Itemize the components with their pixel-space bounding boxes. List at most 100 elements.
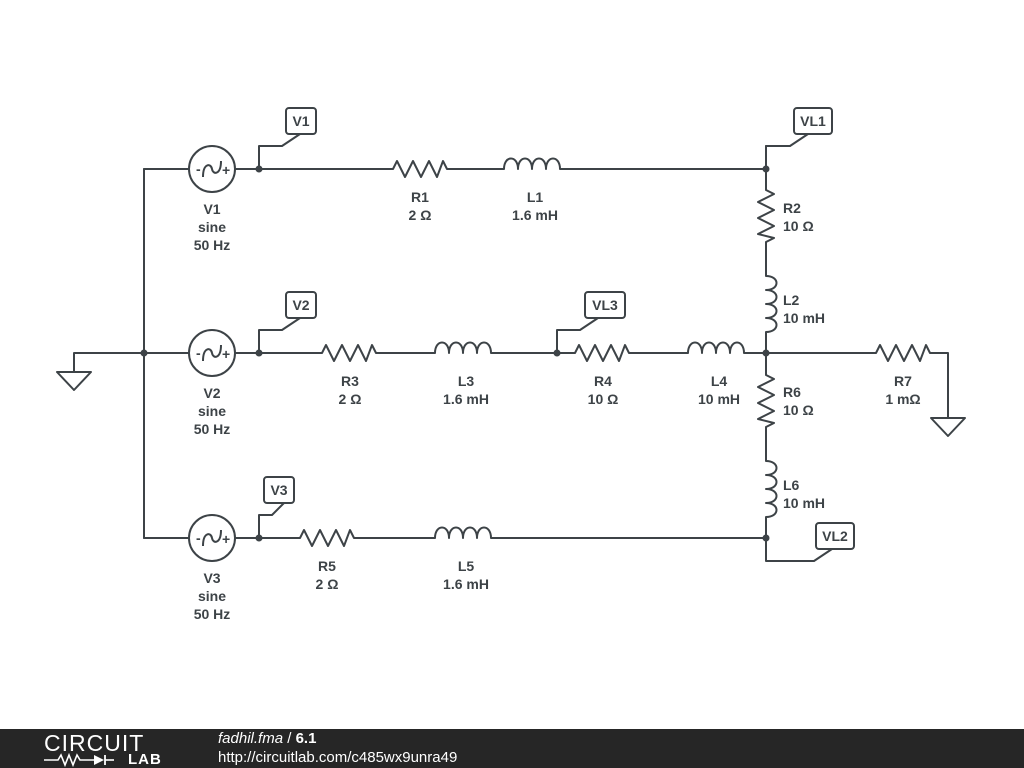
component-type: sine <box>198 588 226 604</box>
footer-bar: CIRCUIT LAB fadhil.fma / 6.1 http://circ… <box>0 729 1024 768</box>
label-r4: R4 10 Ω <box>588 373 619 407</box>
voltage-source-v1[interactable]: - + <box>188 145 236 193</box>
label-r7: R7 1 mΩ <box>885 373 920 407</box>
component-name: V2 <box>203 385 220 401</box>
voltage-source-v3[interactable]: - + <box>188 514 236 562</box>
resistor-r4[interactable] <box>574 344 630 362</box>
probe-label: V1 <box>292 113 309 129</box>
component-name: L1 <box>527 189 544 205</box>
resistor-r7[interactable] <box>875 344 931 362</box>
circuit-url[interactable]: http://circuitlab.com/c485wx9unra49 <box>218 749 458 766</box>
component-value: 2 Ω <box>316 576 339 592</box>
junction-dot <box>255 349 263 357</box>
component-value: 2 Ω <box>339 391 362 407</box>
probe-vl1[interactable]: VL1 <box>789 107 833 147</box>
component-name: L3 <box>458 373 475 389</box>
file-separator: / <box>287 730 292 747</box>
inductor-l5[interactable] <box>434 526 497 539</box>
voltage-source-v2[interactable]: - + <box>188 329 236 377</box>
component-value: 10 mH <box>783 495 825 511</box>
label-v2: V2 sine 50 Hz <box>194 385 231 437</box>
probe-label: VL2 <box>822 528 848 544</box>
label-l6: L6 10 mH <box>783 477 825 511</box>
resistor-r3[interactable] <box>321 344 377 362</box>
component-name: L5 <box>458 558 475 574</box>
label-v1: V1 sine 50 Hz <box>194 201 231 253</box>
probe-label: VL1 <box>800 113 826 129</box>
junction-dot <box>762 165 770 173</box>
probe-vl2[interactable]: VL2 <box>813 522 855 562</box>
component-value: 1.6 mH <box>443 391 489 407</box>
component-name: R1 <box>411 189 429 205</box>
probe-label: VL3 <box>592 297 618 313</box>
component-type: sine <box>198 219 226 235</box>
ground-right <box>930 417 966 437</box>
resistor-diode-logo-icon <box>44 753 114 767</box>
component-value: 10 Ω <box>783 402 814 418</box>
label-l2: L2 10 mH <box>783 292 825 326</box>
svg-text:+: + <box>222 346 230 362</box>
svg-text:+: + <box>222 531 230 547</box>
label-l4: L4 10 mH <box>698 373 740 407</box>
label-r1: R1 2 Ω <box>409 189 432 223</box>
svg-text:+: + <box>222 162 230 178</box>
component-freq: 50 Hz <box>194 421 231 437</box>
component-name: R2 <box>783 200 801 216</box>
component-value: 2 Ω <box>409 207 432 223</box>
component-type: sine <box>198 403 226 419</box>
component-name: R6 <box>783 384 801 400</box>
component-value: 1 mΩ <box>885 391 920 407</box>
inductor-l2[interactable] <box>765 275 778 338</box>
component-name: L2 <box>783 292 800 308</box>
file-name[interactable]: fadhil.fma <box>218 730 284 747</box>
junction-dot <box>762 534 770 542</box>
svg-text:-: - <box>196 345 201 361</box>
component-value: 10 mH <box>783 310 825 326</box>
svg-text:-: - <box>196 161 201 177</box>
junction-dot <box>553 349 561 357</box>
label-l3: L3 1.6 mH <box>443 373 489 407</box>
probe-v2[interactable]: V2 <box>281 291 317 331</box>
ground-left <box>56 371 92 391</box>
component-name: L4 <box>711 373 728 389</box>
junction-dot <box>762 349 770 357</box>
junction-dot <box>140 349 148 357</box>
label-r5: R5 2 Ω <box>316 558 339 592</box>
component-name: R4 <box>594 373 612 389</box>
component-name: R7 <box>894 373 912 389</box>
label-l5: L5 1.6 mH <box>443 558 489 592</box>
probe-vl3[interactable]: VL3 <box>579 291 626 331</box>
label-v3: V3 sine 50 Hz <box>194 570 231 622</box>
junction-dot <box>255 165 263 173</box>
logo-lab-text: LAB <box>128 751 162 768</box>
resistor-r2[interactable] <box>757 189 775 243</box>
inductor-l4[interactable] <box>687 341 750 354</box>
resistor-r5[interactable] <box>299 529 355 547</box>
label-l1: L1 1.6 mH <box>512 189 558 223</box>
component-name: L6 <box>783 477 800 493</box>
inductor-l3[interactable] <box>434 341 497 354</box>
inductor-l6[interactable] <box>765 460 778 523</box>
component-value: 10 Ω <box>783 218 814 234</box>
component-name: V3 <box>203 570 220 586</box>
probe-v3[interactable]: V3 <box>263 476 295 516</box>
resistor-r6[interactable] <box>757 374 775 428</box>
probe-label: V2 <box>292 297 309 313</box>
component-name: V1 <box>203 201 220 217</box>
junction-dots <box>140 165 770 542</box>
resistor-r1[interactable] <box>392 160 448 178</box>
junction-dot <box>255 534 263 542</box>
file-version: 6.1 <box>295 730 317 747</box>
label-r2: R2 10 Ω <box>783 200 814 234</box>
label-r6: R6 10 Ω <box>783 384 814 418</box>
probe-v1[interactable]: V1 <box>281 107 317 147</box>
component-value: 10 mH <box>698 391 740 407</box>
probe-label: V3 <box>270 482 287 498</box>
component-value: 1.6 mH <box>512 207 558 223</box>
label-r3: R3 2 Ω <box>339 373 362 407</box>
logo-circuit-text: CIRCUIT <box>44 730 145 756</box>
component-name: R5 <box>318 558 336 574</box>
component-freq: 50 Hz <box>194 606 231 622</box>
inductor-l1[interactable] <box>503 157 566 170</box>
